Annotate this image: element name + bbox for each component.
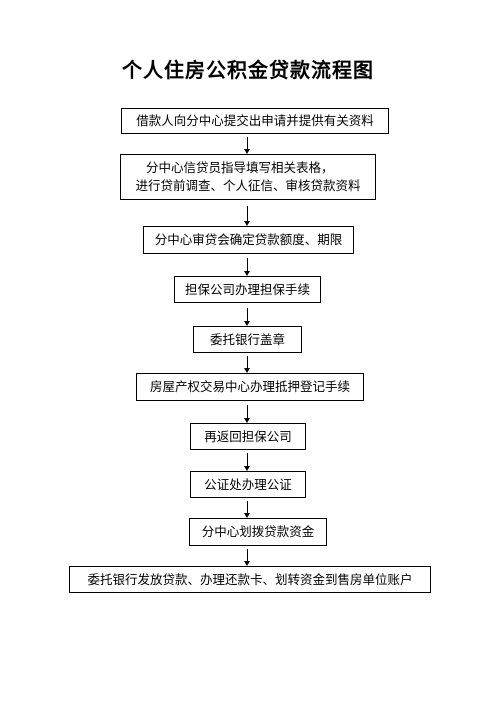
flow-step-2-line-2: 进行贷前调查、个人征信、审核贷款资料 <box>135 178 361 193</box>
page-title: 个人住房公积金贷款流程图 <box>122 58 374 82</box>
flow-step-2: 分中心信贷员指导填写相关表格， 进行贷前调查、个人征信、审核贷款资料 <box>120 154 376 200</box>
flow-step-8: 公证处办理公证 <box>190 471 306 498</box>
flow-arrow-9 <box>243 549 253 566</box>
flow-step-10: 委托银行发放贷款、办理还款卡、划转资金到售房单位账户 <box>69 566 431 593</box>
flow-arrow-8 <box>243 501 253 518</box>
flow-arrow-7 <box>243 453 253 471</box>
flow-step-10-text: 委托银行发放贷款、办理还款卡、划转资金到售房单位账户 <box>87 571 413 587</box>
flow-step-9: 分中心划拨贷款资金 <box>189 518 327 546</box>
flow-step-9-text: 分中心划拨贷款资金 <box>201 524 315 539</box>
flow-step-6: 房屋产权交易中心办理抵押登记手续 <box>136 373 364 401</box>
flow-step-5-text: 委托银行盖章 <box>209 331 285 347</box>
flow-step-8-text: 公证处办理公证 <box>204 476 292 492</box>
flow-step-7: 再返回担保公司 <box>190 423 306 450</box>
flow-step-6-text: 房屋产权交易中心办理抵押登记手续 <box>149 379 350 394</box>
flow-step-2-line-1: 分中心信贷员指导填写相关表格， <box>146 160 334 175</box>
flow-step-3-text: 分中心审贷会确定贷款额度、期限 <box>154 232 343 247</box>
flow-arrow-3 <box>243 258 253 276</box>
flow-step-4-text: 担保公司办理担保手续 <box>184 281 310 297</box>
flow-arrow-2 <box>243 206 253 226</box>
flow-arrow-1 <box>243 137 253 154</box>
flow-arrow-5 <box>243 356 253 373</box>
flow-step-5: 委托银行盖章 <box>193 326 302 353</box>
flow-step-1: 借款人向分中心提交出申请并提供有关资料 <box>121 108 389 134</box>
flow-step-1-text: 借款人向分中心提交出申请并提供有关资料 <box>136 113 374 128</box>
flow-arrow-4 <box>243 308 253 326</box>
flow-arrow-6 <box>243 405 253 423</box>
flow-step-7-text: 再返回担保公司 <box>204 428 292 444</box>
flow-step-4: 担保公司办理担保手续 <box>174 276 321 303</box>
flow-step-3: 分中心审贷会确定贷款额度、期限 <box>143 226 354 254</box>
